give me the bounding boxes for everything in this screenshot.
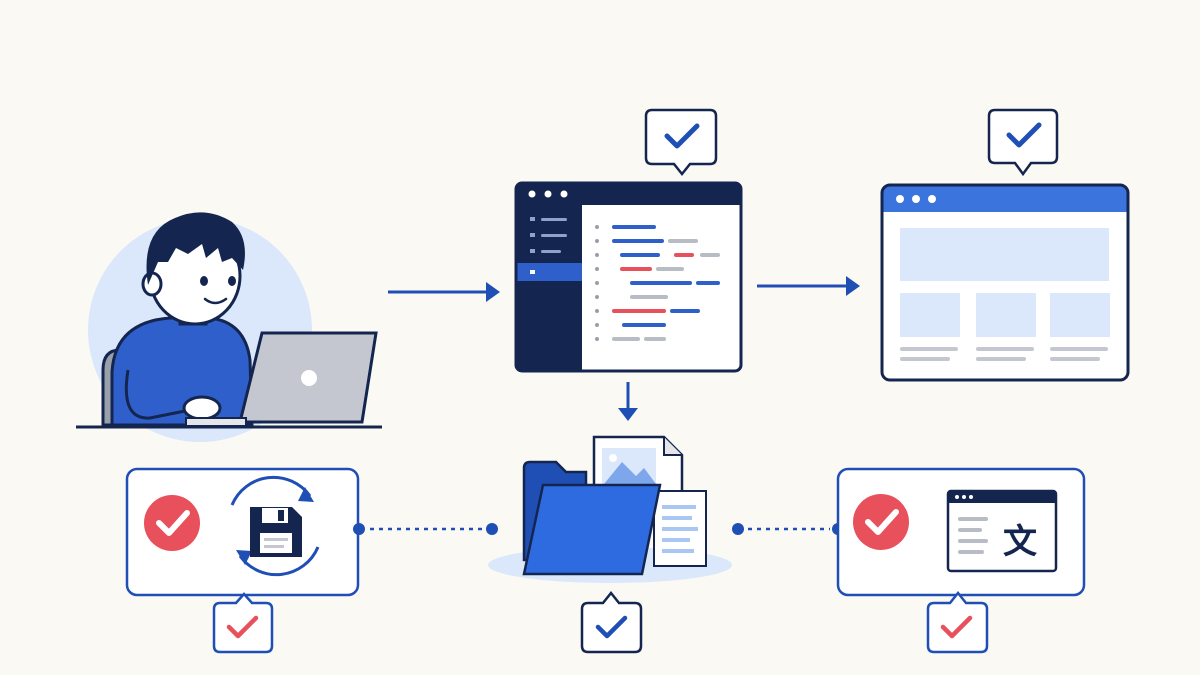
browser-titlebar (882, 185, 1128, 212)
editor-sidebar-active-item (516, 263, 582, 281)
check-bubble (987, 108, 1059, 177)
laptop-base (185, 417, 247, 427)
check-bubble (644, 108, 718, 177)
hair (146, 212, 245, 285)
sidebar-item-icon (530, 233, 535, 237)
content-card (900, 293, 960, 337)
window-dot (528, 190, 536, 198)
content-card (976, 293, 1036, 337)
check-bubble (926, 590, 989, 654)
hand (182, 395, 222, 421)
check-bubble (212, 592, 274, 654)
window-dot (560, 190, 568, 198)
checkmark-icon (156, 510, 190, 536)
translation-card: 文 (836, 467, 1086, 597)
status-check-badge (144, 495, 200, 551)
arrow-down (618, 382, 638, 421)
checkmark-icon (1006, 122, 1042, 148)
sidebar-item-icon (530, 249, 535, 253)
arm (124, 369, 201, 420)
body (110, 316, 254, 427)
floppy-disk-icon (250, 507, 302, 557)
hero-block (900, 228, 1109, 281)
checkmark-icon (940, 615, 973, 639)
ear (141, 271, 163, 297)
dotted-connector (353, 523, 498, 535)
window-dot (896, 195, 904, 203)
sync-icon (230, 475, 312, 506)
laptop-logo (301, 370, 317, 386)
checkmark-icon (865, 509, 899, 535)
sidebar-item (541, 218, 567, 221)
editor-sidebar (516, 205, 582, 371)
sidebar-item (541, 234, 567, 237)
eye (200, 276, 208, 286)
editor-titlebar (516, 183, 741, 205)
checkmark-icon (226, 615, 259, 639)
dotted-connector (732, 523, 844, 535)
content-card (1050, 293, 1110, 337)
save-sync-card (125, 467, 360, 597)
sidebar-item (541, 250, 561, 253)
check-bubble (580, 590, 643, 654)
browser-window (880, 183, 1130, 382)
sidebar-item-icon (530, 217, 535, 221)
window-dot (928, 195, 936, 203)
text-file-icon (653, 490, 707, 567)
sync-icon (238, 546, 320, 577)
code-lines (595, 225, 720, 341)
folder-front (522, 483, 662, 576)
checkmark-icon (595, 615, 628, 639)
translate-glyph-icon: 文 (1003, 522, 1037, 562)
code-editor-window (514, 181, 743, 373)
sidebar-item-icon (530, 270, 535, 274)
translate-window-icon: 文 (946, 489, 1058, 573)
checkmark-icon (664, 123, 700, 149)
arrow-right (757, 276, 860, 296)
arrow-right (388, 282, 500, 302)
mouth (203, 297, 228, 305)
window-dot (912, 195, 920, 203)
project-folder (488, 435, 732, 583)
developer-illustration (76, 212, 382, 442)
eye (228, 276, 236, 286)
window-dot (544, 190, 552, 198)
status-check-badge (853, 494, 909, 550)
